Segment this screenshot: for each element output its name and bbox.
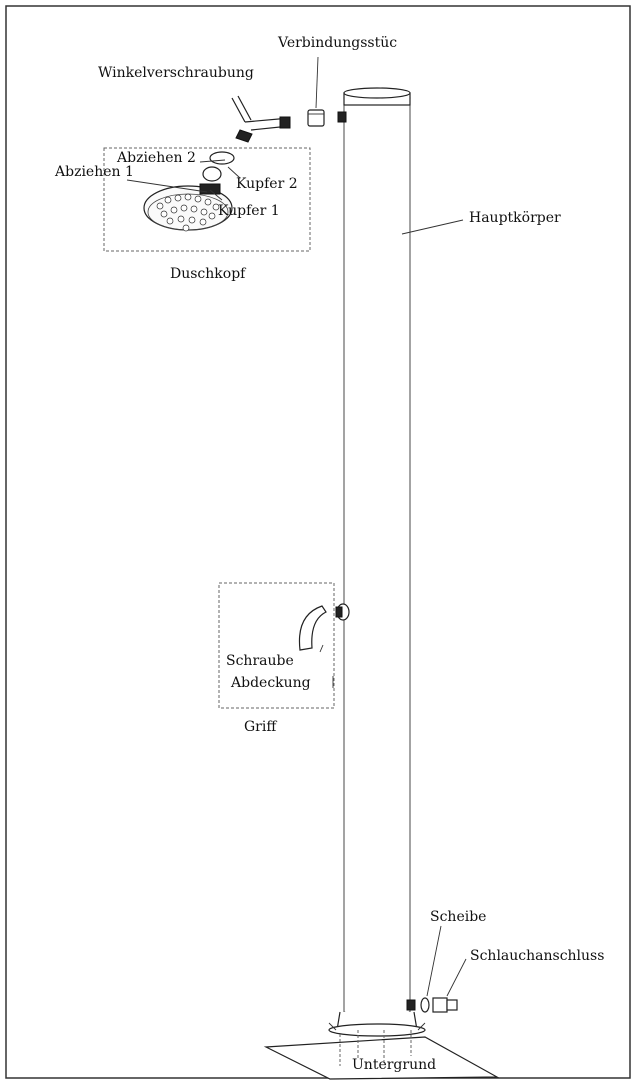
showerhead-group-box [103, 147, 311, 252]
label-handle: Griff [244, 719, 277, 735]
label-copper-1: Kupfer 1 [218, 203, 280, 219]
label-cover: Abdeckung [230, 675, 311, 691]
hose-connector-part [432, 997, 458, 1013]
shower-head [143, 151, 235, 232]
elbow-pipe [231, 95, 291, 143]
label-connector: Verbindungsstüc [277, 35, 397, 51]
label-copper-2: Kupfer 2 [236, 176, 298, 192]
connector-nut [307, 109, 325, 127]
label-pull-1: Abziehen 1 [54, 164, 134, 180]
main-body-column [337, 87, 416, 1017]
label-base: Untergrund [352, 1057, 436, 1073]
label-main-body: Hauptkörper [469, 210, 561, 226]
top-side-fitting [337, 111, 347, 123]
leader-lines [126, 56, 467, 997]
label-washer: Scheibe [430, 909, 486, 925]
handle-group-box [218, 582, 335, 709]
label-pull-2: Abziehen 2 [116, 150, 196, 166]
base-flange [328, 1011, 426, 1037]
label-screw: Schraube [226, 653, 294, 669]
label-hose-connector: Schlauchanschluss [470, 948, 604, 964]
lower-side-fitting [406, 999, 416, 1011]
label-elbow: Winkelverschraubung [98, 65, 254, 81]
washer-part [420, 997, 430, 1013]
ground-plate [263, 1030, 500, 1080]
label-showerhead: Duschkopf [170, 266, 247, 282]
page-frame [5, 5, 631, 1079]
handle-part [298, 603, 350, 688]
